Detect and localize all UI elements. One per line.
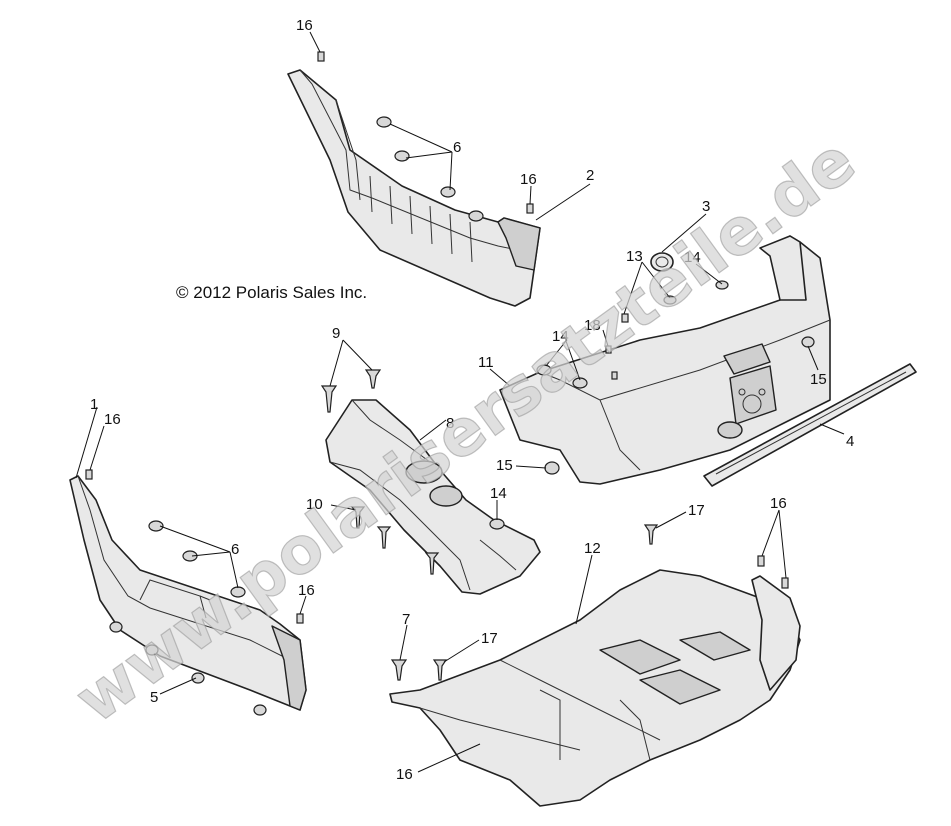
part-grommet-ring [650, 252, 674, 272]
callout-16-upper-right: 16 [520, 171, 537, 188]
callout-16-right: 16 [770, 495, 787, 512]
callout-7: 7 [402, 611, 410, 628]
nut-15-b [801, 336, 815, 348]
callout-8: 8 [446, 415, 454, 432]
bolt-14-a [536, 364, 552, 376]
callout-labels: 16 6 16 2 3 13 14 9 18 14 11 15 1 8 16 4… [90, 17, 854, 783]
bolt-14-d [715, 280, 729, 290]
clip-18-b [611, 371, 618, 380]
part-center-console [325, 399, 541, 595]
part-rear-bulkhead [499, 235, 831, 485]
clip-13 [621, 313, 629, 323]
screw-17-a [643, 524, 659, 545]
callout-16-mid: 16 [298, 582, 315, 599]
part-floor-tub [389, 569, 801, 807]
clip-16-mid [296, 613, 304, 624]
callout-2: 2 [586, 167, 594, 184]
screw-10-b [376, 526, 392, 549]
push-rivet-6-c [440, 186, 456, 198]
bolt-5-b [145, 644, 159, 656]
callout-4: 4 [846, 433, 854, 450]
callout-14-low: 14 [490, 485, 507, 502]
screw-9-a [320, 385, 338, 413]
clip-16-top [317, 51, 325, 62]
callout-14-top: 14 [684, 249, 701, 266]
callout-9: 9 [332, 325, 340, 342]
callout-3: 3 [702, 198, 710, 215]
push-rivet-6-a [376, 116, 392, 128]
copyright-notice: © 2012 Polaris Sales Inc. [176, 283, 367, 302]
callout-18: 18 [584, 317, 601, 334]
bolt-5-c [191, 672, 205, 684]
bolt-14-e [663, 295, 677, 305]
screw-7 [390, 659, 408, 681]
callout-17-left: 17 [481, 630, 498, 647]
callout-1: 1 [90, 396, 98, 413]
callout-5: 5 [150, 689, 158, 706]
screw-9-b [364, 369, 382, 389]
callout-6-lower: 6 [231, 541, 239, 558]
push-rivet-6-e [148, 520, 164, 532]
screw-17-b [432, 659, 448, 681]
bolt-14-c [489, 518, 505, 530]
part-seal-strip [703, 363, 917, 487]
callout-16-left: 16 [104, 411, 121, 428]
callout-14-mid: 14 [552, 328, 569, 345]
callout-11: 11 [478, 354, 494, 371]
callout-17-right: 17 [688, 502, 705, 519]
bolt-5-a [109, 621, 123, 633]
part-upper-rocker-panel [287, 69, 541, 307]
callout-16-top: 16 [296, 17, 313, 34]
callout-12: 12 [584, 540, 601, 557]
push-rivet-6-f [182, 550, 198, 562]
leader-lines [75, 31, 845, 773]
clip-16-left [85, 469, 93, 480]
callout-10: 10 [306, 496, 323, 513]
push-rivet-6-b [394, 150, 410, 162]
bolt-5-d [253, 704, 267, 716]
push-rivet-6-d [468, 210, 484, 222]
screw-10-a [350, 506, 366, 529]
callout-6-upper: 6 [453, 139, 461, 156]
callout-16-bottom: 16 [396, 766, 413, 783]
clip-16-right-a [757, 555, 765, 567]
callout-15-right: 15 [810, 371, 827, 388]
clip-18-a [605, 345, 612, 354]
clip-16-upper-right [526, 203, 534, 214]
clip-16-right-b [781, 577, 789, 589]
bolt-14-b [572, 377, 588, 389]
callout-15-left: 15 [496, 457, 513, 474]
screw-10-c [424, 552, 440, 575]
nut-15-a [544, 461, 560, 475]
callout-13: 13 [626, 248, 643, 265]
